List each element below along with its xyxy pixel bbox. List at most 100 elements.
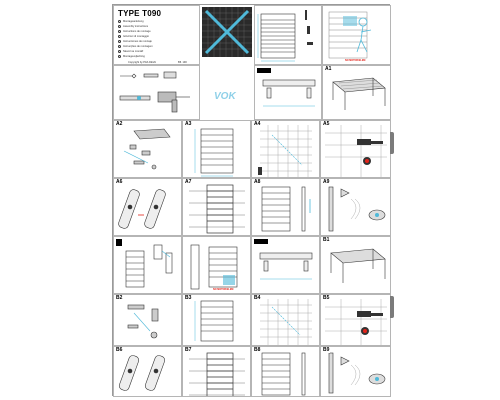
b8-illustration xyxy=(261,352,306,396)
a9-illustration xyxy=(328,186,386,232)
a1-illustration xyxy=(332,77,386,110)
tools-cell xyxy=(113,65,200,120)
a3-illustration xyxy=(194,128,234,177)
step-label: B7 xyxy=(184,347,193,353)
step-label: A4 xyxy=(253,121,262,127)
page-edge-tab xyxy=(390,132,394,154)
rail-cell-b xyxy=(251,236,320,294)
step-a8: A8 xyxy=(251,178,320,236)
language-item: Instrucciones de montaje xyxy=(118,40,168,43)
b6-illustration xyxy=(118,355,166,391)
step-label: B2 xyxy=(115,295,124,301)
step-label: A2 xyxy=(115,121,124,127)
electric-warning-icon xyxy=(116,239,122,246)
language-item: Istruzioni di montaggio xyxy=(118,35,168,38)
warning-sticker-text: NO MOTOR/ELEM xyxy=(213,288,234,291)
warning-illustration xyxy=(328,11,372,59)
copyright-text: Copyright by PAX-DEVA xyxy=(128,61,157,64)
b1-illustration xyxy=(330,248,386,283)
globe-icon xyxy=(118,40,121,43)
radiator-dimensions-cell xyxy=(254,5,322,65)
step-b9: B9 xyxy=(320,346,391,397)
language-item: Montageanleitung xyxy=(118,20,168,23)
step-label: A7 xyxy=(184,179,193,185)
b9-illustration xyxy=(328,352,386,394)
a5-illustration xyxy=(325,125,387,177)
step-label: A9 xyxy=(322,179,331,185)
step-a4: A4 xyxy=(251,120,320,178)
globe-icon xyxy=(118,45,121,48)
step-b7: B7 xyxy=(182,346,251,397)
language-item: Instructions de montage xyxy=(118,30,168,33)
step-label: A8 xyxy=(253,179,262,185)
step-a6: A6 xyxy=(113,178,182,236)
step-label: A1 xyxy=(324,66,333,72)
header-cell: TYPE T090 Montageanleitung Assembly inst… xyxy=(113,5,200,65)
language-item: Montagevejledning xyxy=(118,55,168,58)
b3-illustration xyxy=(194,300,234,342)
globe-icon xyxy=(118,50,121,53)
b4-illustration xyxy=(260,299,312,345)
a6-illustration xyxy=(118,189,166,229)
b7-illustration xyxy=(189,352,245,396)
step-b4: B4 xyxy=(251,294,320,346)
globe-icon xyxy=(118,25,121,28)
electrical-illustration xyxy=(125,244,173,288)
rail-illustration xyxy=(262,79,316,107)
document-code: Bfl. 190 xyxy=(178,61,187,64)
radiator-illustration xyxy=(257,10,313,62)
step-a9: A9 xyxy=(320,178,391,236)
document-title: TYPE T090 xyxy=(118,9,162,18)
step-label: B3 xyxy=(184,295,193,301)
b2-illustration xyxy=(127,304,159,339)
b5-illustration xyxy=(325,299,387,345)
globe-icon xyxy=(118,55,121,58)
step-a1: A1 xyxy=(322,65,391,120)
step-label: B1 xyxy=(322,237,331,243)
globe-icon xyxy=(118,35,121,38)
step-a3: A3 xyxy=(182,120,251,178)
a8-illustration xyxy=(261,186,311,232)
step-label: A6 xyxy=(115,179,124,185)
warning-cell: NO MOTOR/ELEM xyxy=(322,5,391,65)
language-item: Assembly instructions xyxy=(118,25,168,28)
tile-wall-illustration xyxy=(202,7,252,57)
step-a7: A7 xyxy=(182,178,251,236)
a7-illustration xyxy=(189,184,245,234)
rail-b-illustration xyxy=(259,252,313,280)
step-b2: B2 xyxy=(113,294,182,346)
dimension-badge xyxy=(254,239,268,244)
step-b3: B3 xyxy=(182,294,251,346)
step-b1: B1 xyxy=(320,236,391,294)
step-label: B9 xyxy=(322,347,331,353)
step-b5: B5 xyxy=(320,294,391,346)
step-label: A5 xyxy=(322,121,331,127)
a4-illustration xyxy=(258,125,312,177)
dimension-badge xyxy=(257,68,271,73)
brand-logo: VOK xyxy=(214,91,236,102)
electrical-warning-cell xyxy=(113,236,182,294)
motor-cell: NO MOTOR/ELEM xyxy=(182,236,251,294)
step-label: B6 xyxy=(115,347,124,353)
step-label: B4 xyxy=(253,295,262,301)
step-label: B8 xyxy=(253,347,262,353)
globe-icon xyxy=(118,20,121,23)
motor-illustration xyxy=(190,244,238,290)
rail-cell xyxy=(254,65,322,120)
a2-illustration xyxy=(123,128,171,170)
step-label: B5 xyxy=(322,295,331,301)
instruction-sheet: TYPE T090 Montageanleitung Assembly inst… xyxy=(112,4,391,397)
step-a5: A5 xyxy=(320,120,391,178)
globe-icon xyxy=(118,30,121,33)
language-item: Návod na montáž xyxy=(118,50,168,53)
warning-sticker-text: NO MOTOR/ELEM xyxy=(345,59,366,62)
page-edge-tab xyxy=(390,296,394,318)
step-a2: A2 xyxy=(113,120,182,178)
step-b8: B8 xyxy=(251,346,320,397)
tile-wall-image xyxy=(200,5,254,65)
tools-illustration xyxy=(119,71,190,113)
step-b6: B6 xyxy=(113,346,182,397)
logo-cell: VOK xyxy=(200,65,254,120)
language-item: Instrucções de montagem xyxy=(118,45,168,48)
step-label: A3 xyxy=(184,121,193,127)
